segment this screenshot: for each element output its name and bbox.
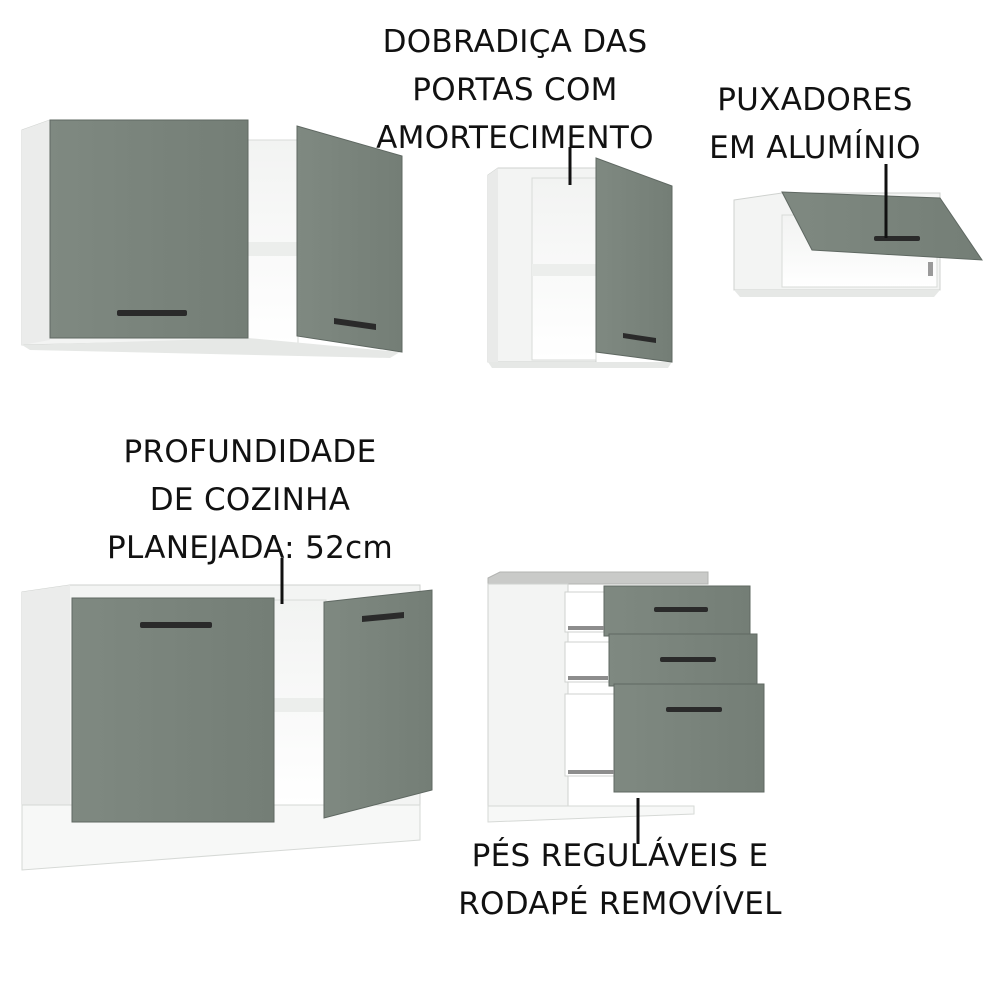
handles-label-line-1: PUXADORES (717, 82, 913, 118)
countertop (487, 571, 709, 585)
depth-label-line-2: DE COZINHA (149, 482, 351, 518)
feet-label-line-1: PÉS REGULÁVEIS E (471, 838, 769, 874)
base-double-door-cabinet (21, 584, 433, 871)
handle (654, 607, 708, 612)
adjustable-feet-label: PÉS REGULÁVEIS E RODAPÉ REMOVÍVEL (445, 832, 795, 928)
base-right-door-open (323, 589, 433, 819)
handle (117, 310, 187, 316)
upper-double-door-cabinet (21, 119, 403, 358)
base-drawer-cabinet (487, 571, 765, 823)
depth-label-line-1: PROFUNDIDADE (123, 434, 377, 470)
aluminum-handles-label: PUXADORES EM ALUMÍNIO (690, 76, 940, 172)
hinge-label-line-2: PORTAS COM (412, 72, 618, 108)
upper-single-door-cabinet (487, 157, 673, 368)
upper-left-door (49, 119, 249, 339)
handle (660, 657, 716, 662)
handle (140, 622, 212, 628)
upper-single-door-open (595, 157, 673, 363)
base-left-door (71, 597, 275, 823)
hinge-label-line-3: AMORTECIMENTO (376, 120, 654, 156)
upper-right-door-open (296, 125, 403, 353)
flip-door-open (781, 191, 983, 261)
handle (623, 333, 656, 343)
feet-label-line-2: RODAPÉ REMOVÍVEL (458, 886, 782, 922)
hinge-label-line-1: DOBRADIÇA DAS (382, 24, 648, 60)
drawer-front-bottom (613, 683, 765, 793)
handle (666, 707, 722, 712)
handle (334, 318, 376, 330)
kitchen-depth-label: PROFUNDIDADE DE COZINHA PLANEJADA: 52cm (95, 428, 405, 572)
hinge-damper-label: DOBRADIÇA DAS PORTAS COM AMORTECIMENTO (360, 18, 670, 162)
handle (362, 612, 404, 622)
upper-flip-cabinet (733, 191, 983, 297)
handle (874, 236, 920, 241)
handles-label-line-2: EM ALUMÍNIO (709, 130, 921, 166)
depth-label-line-3: PLANEJADA: 52cm (107, 530, 393, 566)
